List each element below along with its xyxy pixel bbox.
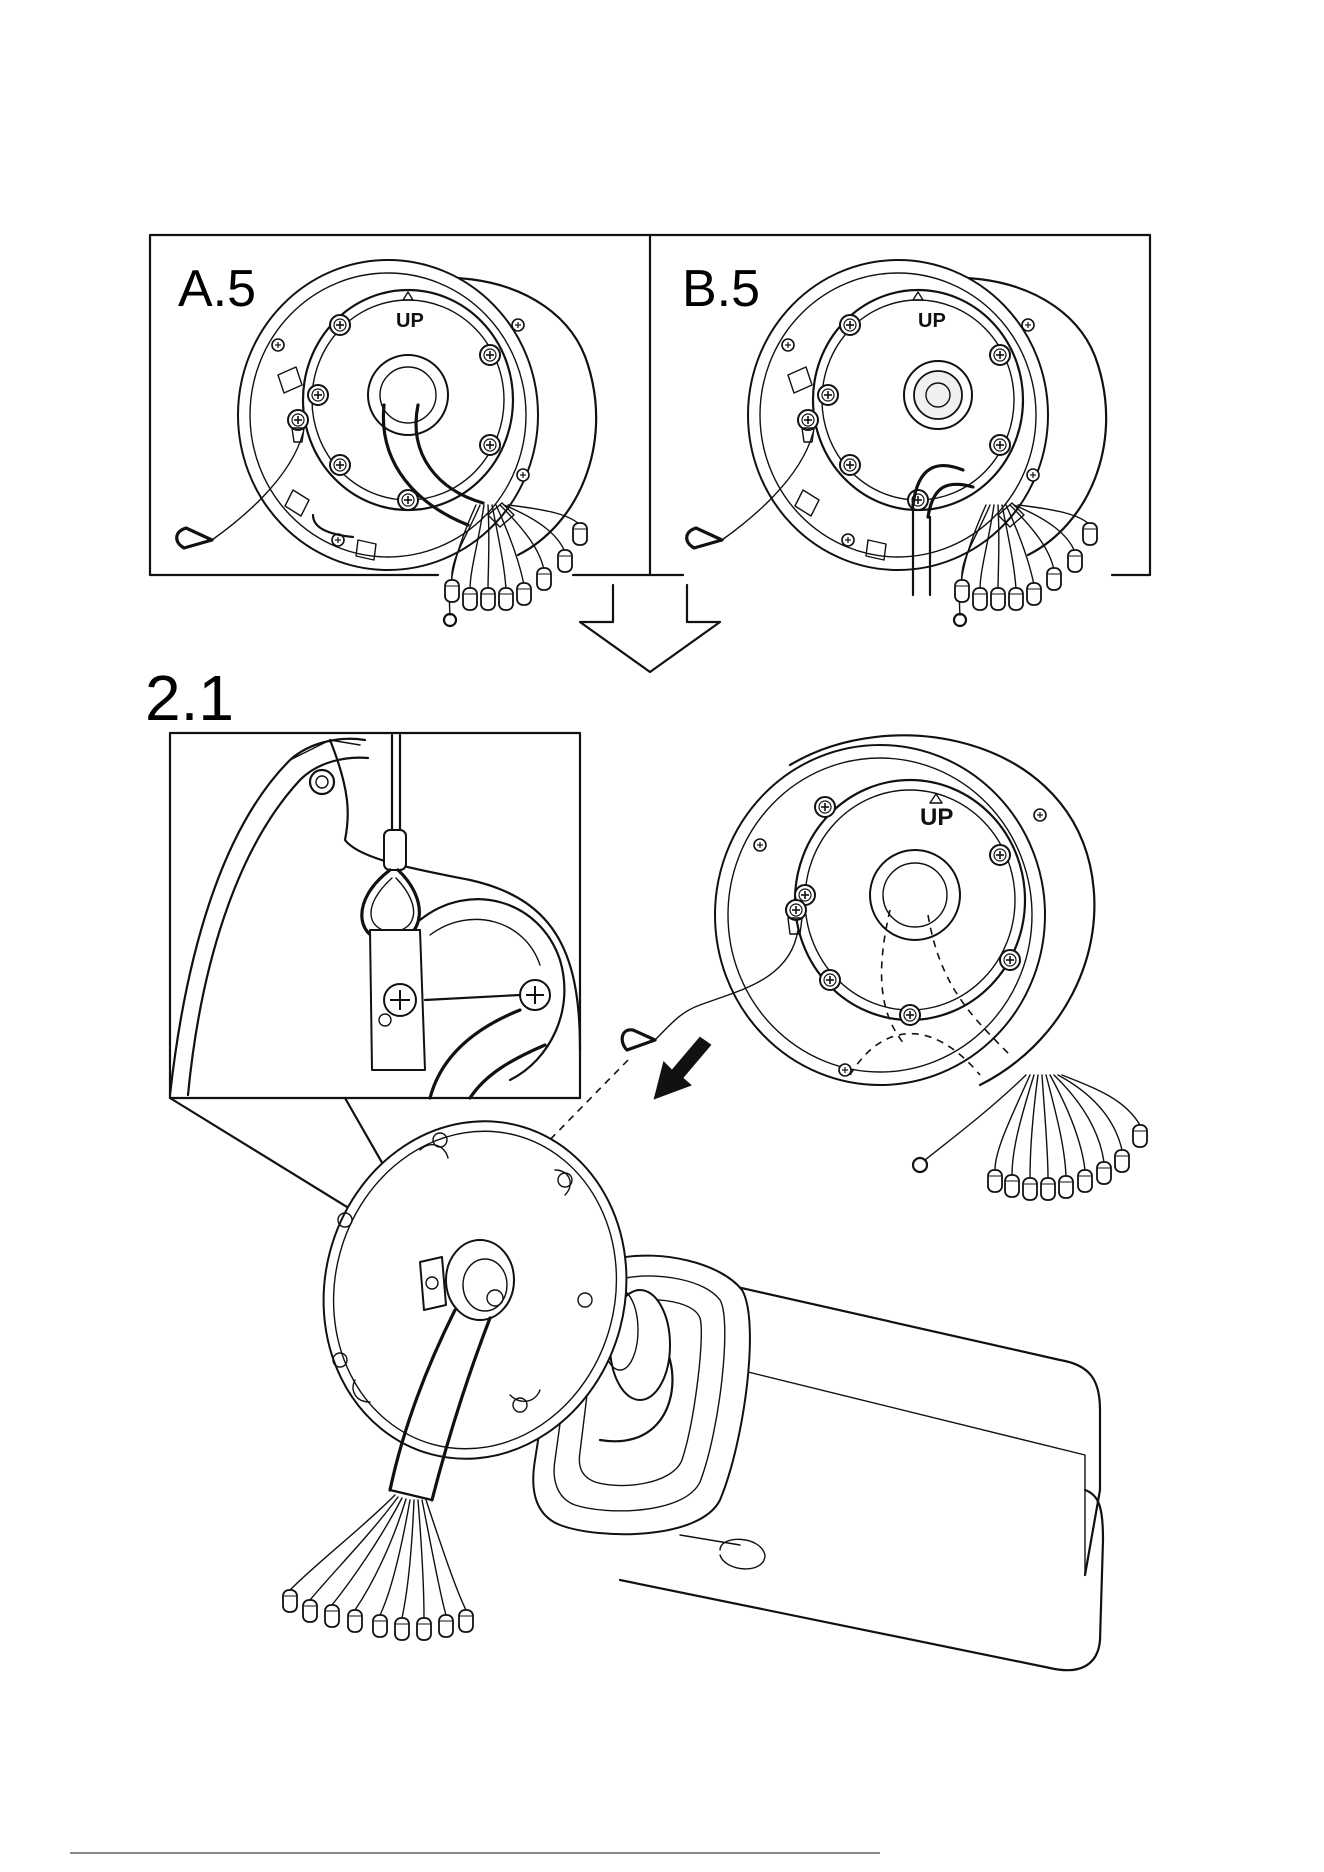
up-marking-main: UP — [920, 804, 953, 831]
wire-loop-main — [622, 1030, 655, 1050]
junction-box-main: UP — [715, 735, 1094, 1085]
up-marking-a5: UP — [396, 310, 424, 332]
panel-b5: B.5 UP — [650, 235, 1150, 626]
wire-loop-b5 — [687, 528, 722, 548]
wire-loop-a5 — [177, 528, 212, 548]
step-label-2-1: 2.1 — [145, 662, 234, 734]
wire-bundle-bottom — [283, 1495, 473, 1640]
panel-a5: A.5 UP — [150, 235, 650, 626]
junction-box-a5: UP — [238, 260, 596, 570]
direction-arrow — [655, 1038, 710, 1098]
step-label-a5: A.5 — [178, 260, 256, 318]
step-label-b5: B.5 — [682, 260, 760, 318]
junction-box-b5: UP — [748, 260, 1106, 595]
up-marking-b5: UP — [918, 310, 946, 332]
wire-bundle-main — [913, 1075, 1147, 1200]
down-arrow — [580, 585, 720, 672]
